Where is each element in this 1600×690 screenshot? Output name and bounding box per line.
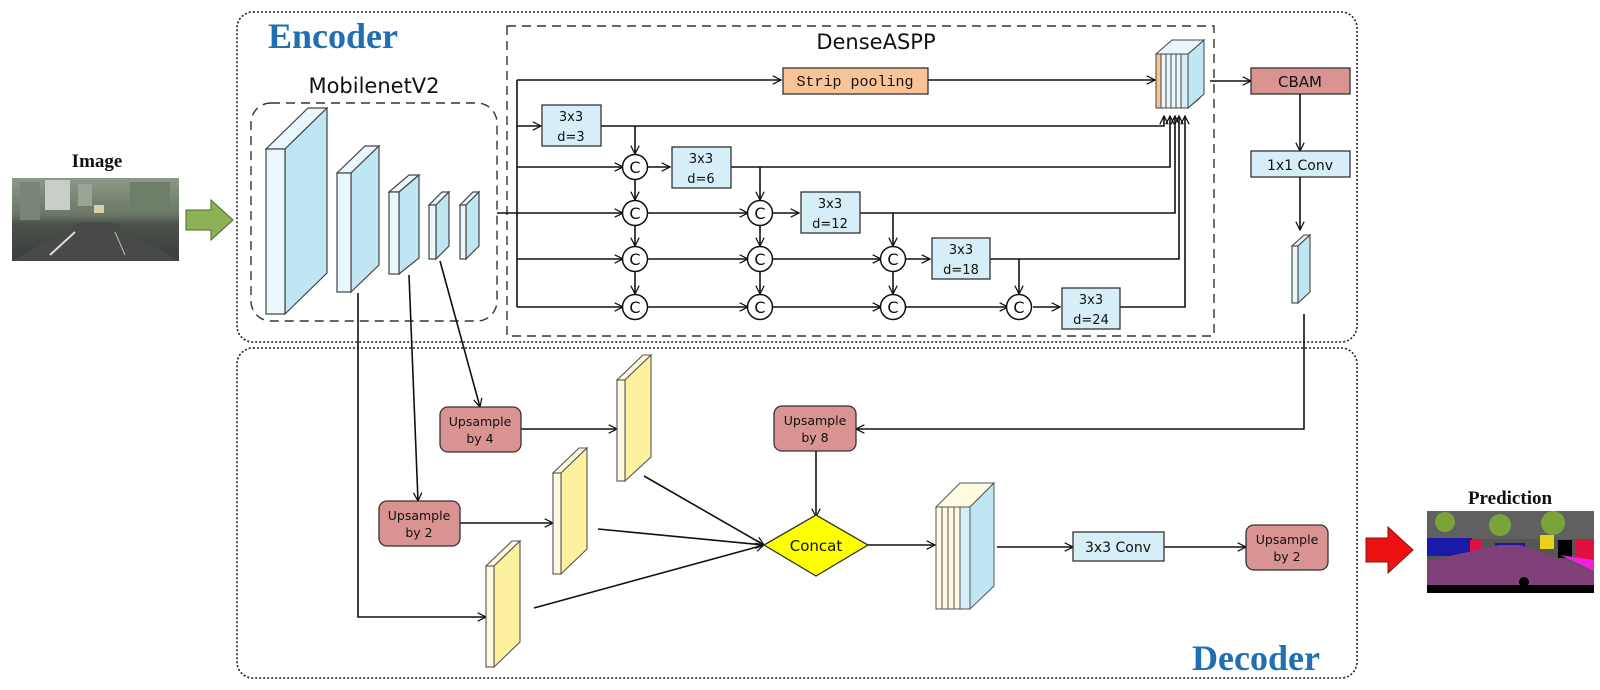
concat-nodes: C C C C C C C C C C bbox=[621, 153, 1033, 321]
encoder-output-feature bbox=[1290, 233, 1312, 305]
backbone-feature-maps bbox=[264, 106, 481, 316]
feature-map-up2 bbox=[551, 446, 589, 576]
denseaspp-wiring bbox=[497, 80, 1185, 307]
svg-text:C: C bbox=[754, 298, 765, 317]
upsample-by-4-block: Upsample by 4 bbox=[439, 406, 522, 453]
svg-text:Upsample: Upsample bbox=[784, 413, 847, 428]
prediction-image bbox=[1427, 511, 1594, 593]
svg-text:3x3 Conv: 3x3 Conv bbox=[1085, 540, 1151, 556]
output-arrow-icon bbox=[1365, 525, 1414, 575]
svg-text:C: C bbox=[754, 250, 765, 269]
feature-map-stage-2 bbox=[335, 144, 381, 294]
input-image bbox=[12, 178, 179, 261]
atrous-conv-d3: 3x3 d=3 bbox=[541, 104, 602, 147]
svg-text:CBAM: CBAM bbox=[1278, 73, 1322, 91]
svg-text:by 8: by 8 bbox=[801, 430, 828, 445]
svg-text:d=24: d=24 bbox=[1073, 313, 1109, 328]
encoder-region bbox=[236, 11, 1358, 343]
svg-text:C: C bbox=[629, 250, 640, 269]
svg-text:Upsample: Upsample bbox=[1256, 532, 1319, 547]
concat-node: C bbox=[746, 245, 774, 273]
svg-text:3x3: 3x3 bbox=[1079, 293, 1103, 308]
svg-text:C: C bbox=[629, 158, 640, 177]
conv3x3-block: 3x3 Conv bbox=[1072, 531, 1165, 562]
concat-node: C bbox=[746, 293, 774, 321]
concat-node: C bbox=[1005, 293, 1033, 321]
svg-text:d=18: d=18 bbox=[943, 263, 979, 278]
svg-text:by 2: by 2 bbox=[405, 525, 432, 540]
atrous-conv-d6: 3x3 d=6 bbox=[671, 146, 732, 189]
svg-text:C: C bbox=[1013, 298, 1024, 317]
feature-map-up4 bbox=[615, 353, 653, 483]
svg-text:C: C bbox=[887, 250, 898, 269]
input-arrow-icon bbox=[185, 198, 234, 242]
concat-node: C bbox=[746, 199, 774, 227]
svg-text:by 2: by 2 bbox=[1273, 549, 1300, 564]
atrous-conv-d18: 3x3 d=18 bbox=[931, 237, 991, 280]
atrous-conv-d24: 3x3 d=24 bbox=[1061, 287, 1121, 330]
svg-text:d=12: d=12 bbox=[812, 217, 848, 232]
mobilenetv2-group bbox=[250, 102, 498, 322]
conv1x1-block: 1x1 Conv bbox=[1250, 150, 1351, 178]
concat-node: C bbox=[879, 293, 907, 321]
concat-node: C bbox=[621, 245, 649, 273]
feature-map-stage-3 bbox=[387, 173, 421, 276]
svg-text:3x3: 3x3 bbox=[559, 110, 583, 125]
svg-text:C: C bbox=[629, 204, 640, 223]
decoder-title: Decoder bbox=[1192, 638, 1320, 678]
decoder-wiring bbox=[357, 260, 1305, 617]
svg-text:3x3: 3x3 bbox=[818, 197, 842, 212]
svg-text:C: C bbox=[629, 298, 640, 317]
output-label: Prediction bbox=[1468, 488, 1553, 509]
feature-map-stage-4 bbox=[427, 190, 451, 261]
concat-node: C bbox=[621, 153, 649, 181]
concat-block: Concat bbox=[762, 514, 870, 577]
feature-map-stage-5 bbox=[458, 190, 481, 261]
mobilenetv2-label: MobilenetV2 bbox=[308, 74, 439, 98]
svg-text:Upsample: Upsample bbox=[388, 508, 451, 523]
strip-pooling-block: Strip pooling bbox=[782, 67, 929, 95]
svg-text:3x3: 3x3 bbox=[689, 152, 713, 167]
atrous-conv-d12: 3x3 d=12 bbox=[800, 191, 861, 234]
final-upsample-by-2-block: Upsample by 2 bbox=[1245, 524, 1329, 571]
denseaspp-output-stack bbox=[1154, 38, 1206, 110]
svg-text:d=3: d=3 bbox=[557, 130, 584, 145]
svg-text:C: C bbox=[887, 298, 898, 317]
concat-node: C bbox=[621, 293, 649, 321]
svg-text:Concat: Concat bbox=[790, 537, 843, 555]
concatenated-feature-stack bbox=[934, 481, 996, 611]
input-label: Image bbox=[72, 151, 123, 172]
svg-text:1x1 Conv: 1x1 Conv bbox=[1267, 158, 1333, 174]
encoder-title: Encoder bbox=[268, 16, 398, 56]
svg-text:Upsample: Upsample bbox=[449, 414, 512, 429]
svg-text:by 4: by 4 bbox=[466, 431, 493, 446]
decoder-region bbox=[236, 347, 1358, 679]
svg-text:d=6: d=6 bbox=[687, 172, 714, 187]
svg-text:C: C bbox=[754, 204, 765, 223]
denseaspp-label: DenseASPP bbox=[816, 30, 935, 54]
feature-map-skip bbox=[484, 539, 522, 669]
concat-node: C bbox=[621, 199, 649, 227]
feature-map-stage-1 bbox=[264, 106, 329, 316]
decoder-feature-maps bbox=[484, 353, 653, 669]
denseaspp-group bbox=[506, 25, 1215, 337]
upsample-by-8-block: Upsample by 8 bbox=[773, 405, 857, 452]
svg-text:3x3: 3x3 bbox=[949, 243, 973, 258]
upsample-by-2-skip-block: Upsample by 2 bbox=[378, 500, 461, 547]
concat-node: C bbox=[879, 245, 907, 273]
svg-text:Strip pooling: Strip pooling bbox=[796, 74, 913, 91]
cbam-block: CBAM bbox=[1250, 67, 1351, 95]
